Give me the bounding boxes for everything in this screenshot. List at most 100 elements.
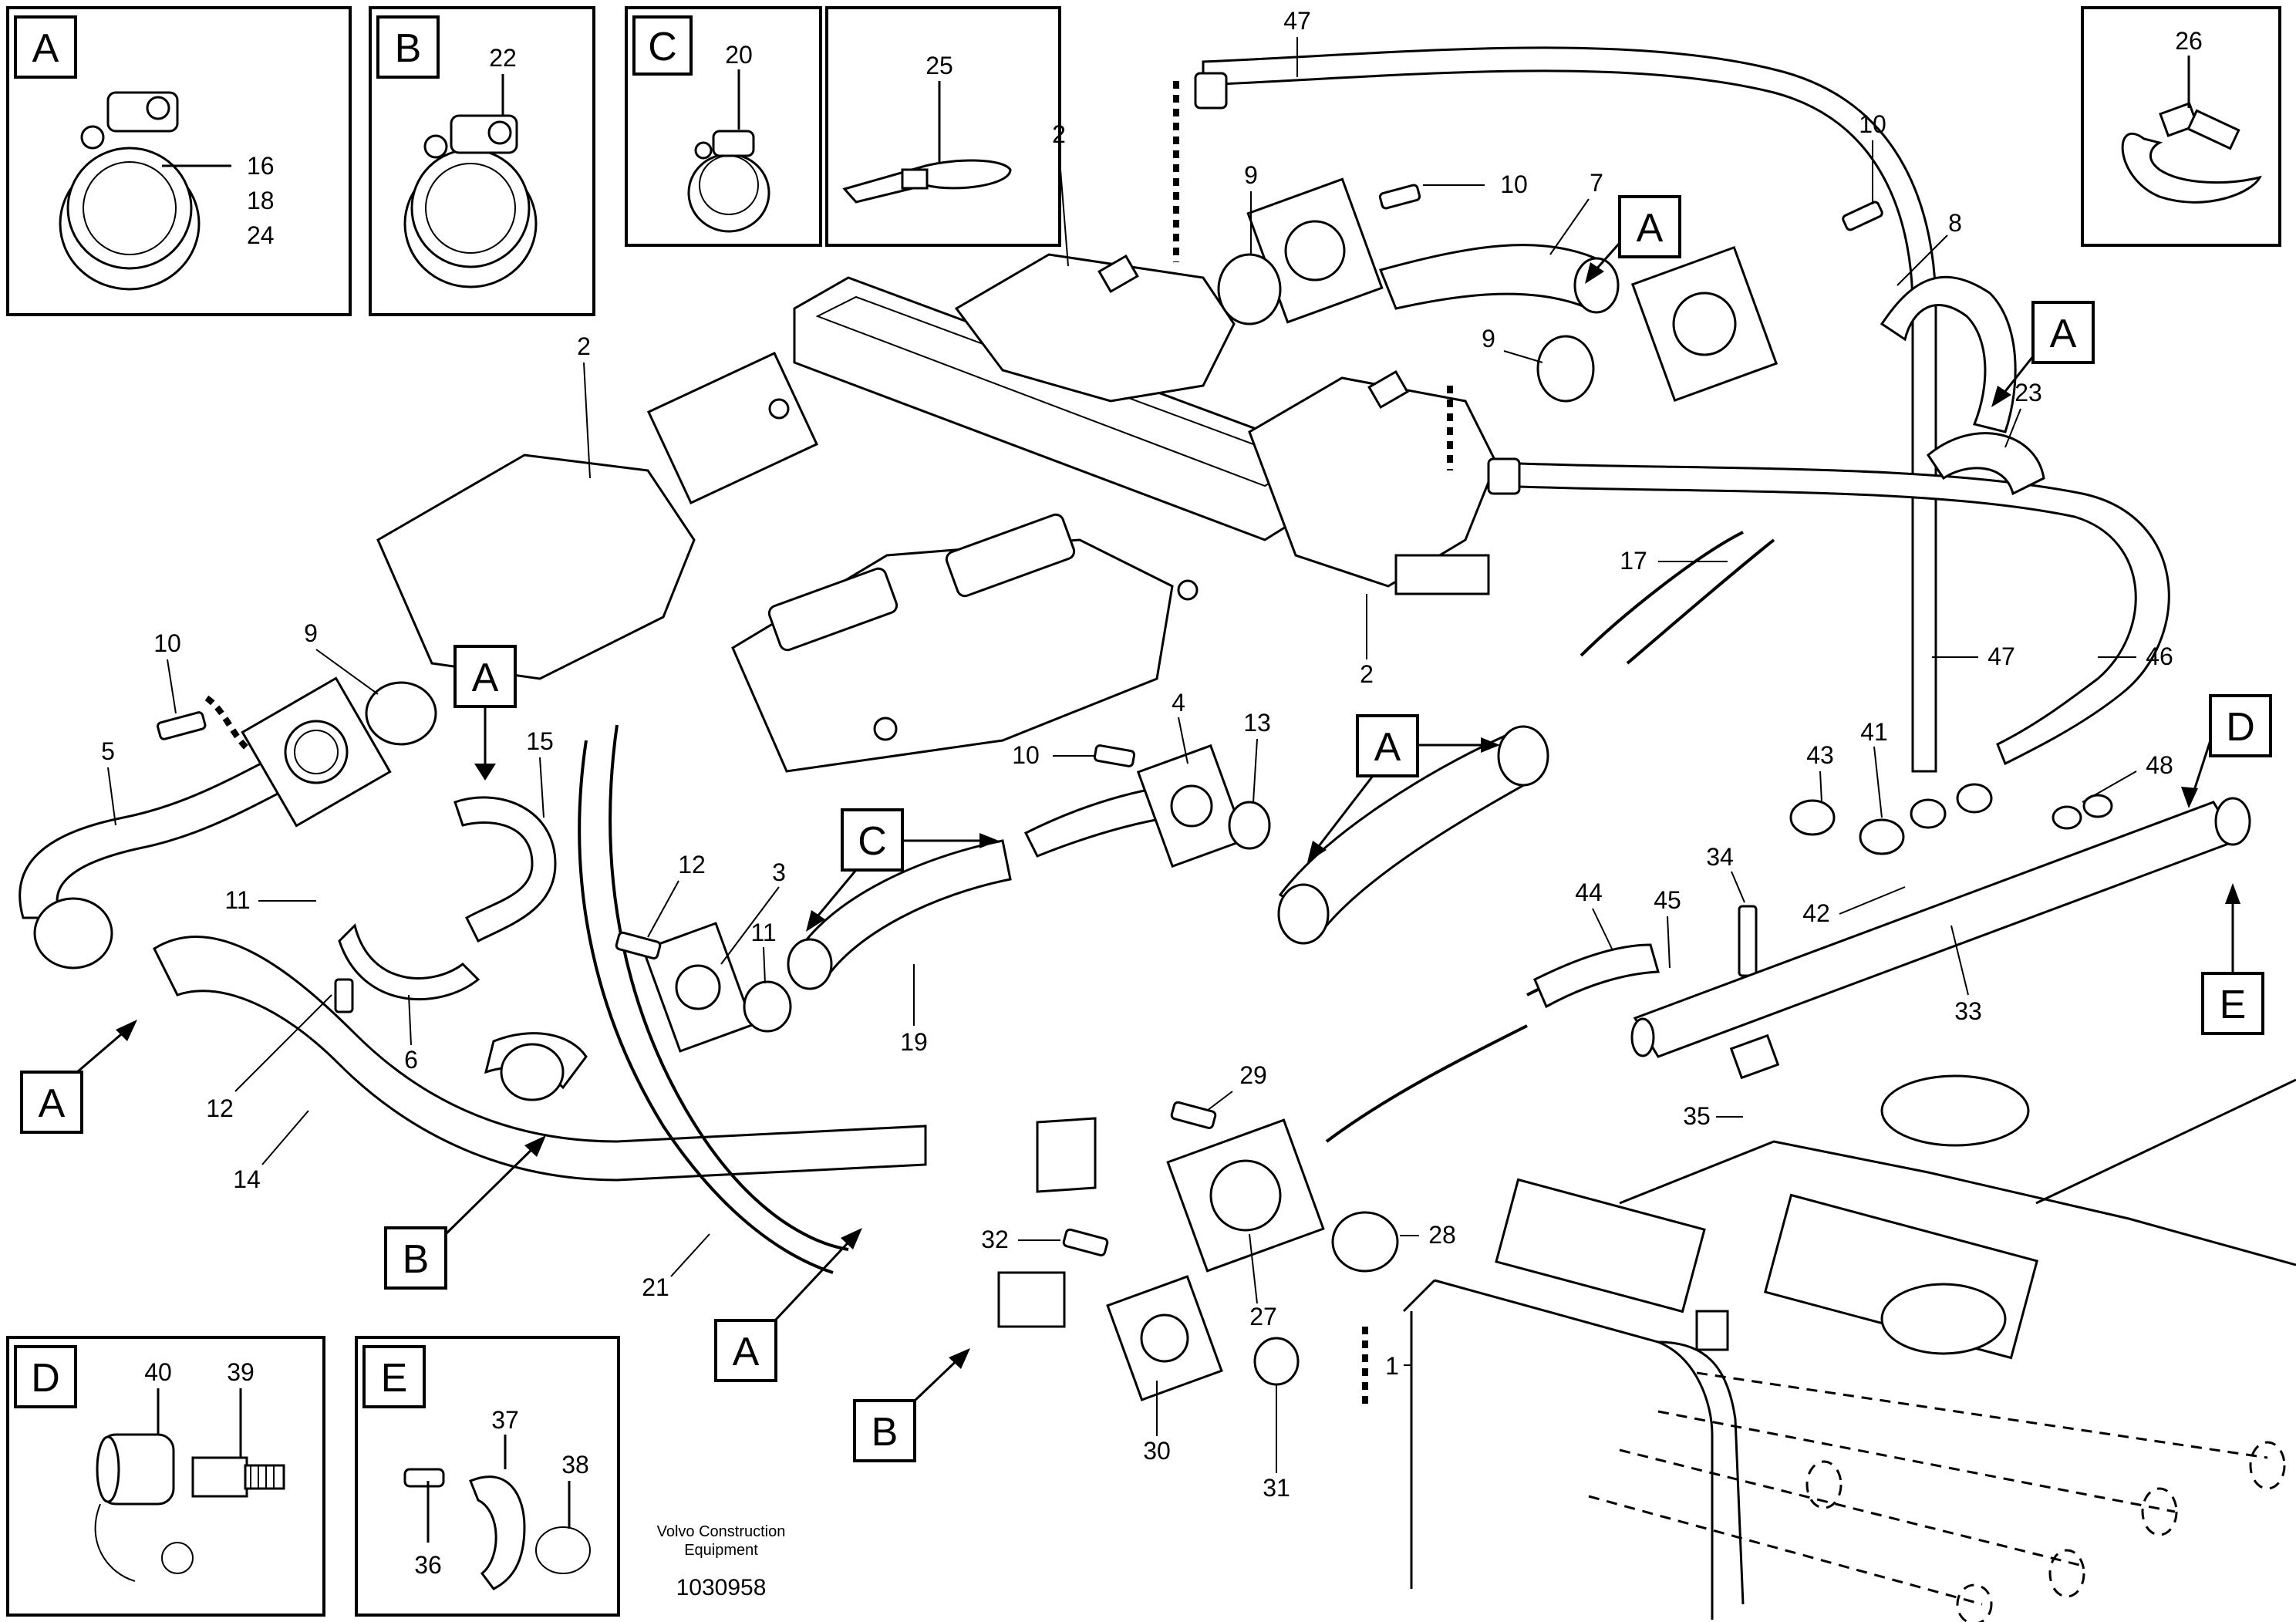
callout-d: D xyxy=(2181,694,2272,808)
svg-text:A: A xyxy=(733,1330,760,1374)
part-label: 40 xyxy=(144,1358,172,1386)
hose-15 xyxy=(453,796,557,943)
flange-3 xyxy=(642,922,754,1053)
part-label: 5 xyxy=(101,737,115,765)
callout-c: C xyxy=(806,808,999,932)
callout-b: B xyxy=(853,1348,970,1462)
part-label: 11 xyxy=(750,919,776,946)
pump-upper xyxy=(954,253,1236,403)
part-label: 43 xyxy=(1806,741,1834,769)
part-label: 27 xyxy=(1249,1303,1277,1330)
part-label: 9 xyxy=(304,619,318,647)
part-label: 17 xyxy=(1620,547,1647,575)
part-label: 3 xyxy=(772,858,786,886)
svg-text:A: A xyxy=(39,1081,66,1126)
part-label: 38 xyxy=(561,1451,589,1479)
callout-a: A xyxy=(453,645,517,781)
part-label: 9 xyxy=(1482,325,1495,352)
flange-upper-left xyxy=(241,676,392,828)
inset-e-letter: E xyxy=(381,1356,408,1401)
manifold-33 xyxy=(1533,783,2251,1080)
part-label: 4 xyxy=(1172,689,1185,717)
part-label: 25 xyxy=(925,52,953,79)
callout-a: A xyxy=(1585,195,1681,284)
dashed-connectors xyxy=(204,81,1453,1404)
part-label: 28 xyxy=(1428,1221,1456,1249)
pump-assembly xyxy=(376,253,1498,773)
part-label: 23 xyxy=(2014,379,2042,406)
flange-30 xyxy=(1106,1275,1223,1401)
inset-d-letter: D xyxy=(31,1356,60,1401)
callout-a: A xyxy=(20,1020,137,1134)
part-label: 12 xyxy=(678,851,706,878)
part-label: 39 xyxy=(227,1358,255,1386)
part-label: 10 xyxy=(1012,741,1040,769)
part-label: 22 xyxy=(489,44,517,72)
part-label: 2 xyxy=(577,332,591,360)
part-label: 33 xyxy=(1954,997,1982,1025)
part-label: 2 xyxy=(1052,120,1066,148)
pump-right xyxy=(1248,376,1498,588)
part-label: 29 xyxy=(1239,1061,1267,1089)
footer: Volvo Construction Equipment 1030958 xyxy=(657,1523,786,1600)
drawing-number: 1030958 xyxy=(676,1575,767,1600)
callout-a: A xyxy=(1307,714,1500,862)
o-ring-31 xyxy=(1253,1337,1300,1386)
callout-e: E xyxy=(2201,883,2264,1035)
hose-clamp-illustration xyxy=(59,91,201,291)
part-label: 24 xyxy=(247,221,275,249)
inset-box-strap: 26 xyxy=(2081,6,2281,247)
hose-14 xyxy=(153,935,927,1182)
cable-tie-illustration xyxy=(842,159,1012,204)
inset-box-e: E 37 38 36 xyxy=(355,1336,620,1617)
hose-46 xyxy=(1495,461,2170,766)
part-label: 8 xyxy=(1948,209,1962,237)
svg-text:E: E xyxy=(2220,983,2247,1027)
part-label: 30 xyxy=(1143,1437,1171,1465)
company-name-line2: Equipment xyxy=(684,1542,758,1559)
part-label: 46 xyxy=(2146,642,2173,670)
part-label: 9 xyxy=(1244,161,1258,189)
flange-27 xyxy=(1166,1118,1325,1273)
svg-text:A: A xyxy=(1374,725,1401,770)
svg-text:D: D xyxy=(2226,705,2255,750)
inset-c-letter: C xyxy=(648,25,677,69)
flanges xyxy=(241,177,1778,1401)
flange-top xyxy=(1246,177,1384,324)
o-ring-9 xyxy=(365,681,437,746)
part-label: 11 xyxy=(224,886,250,914)
inset-a-letter: A xyxy=(32,26,59,71)
part-label: 41 xyxy=(1860,718,1888,746)
hose-19 xyxy=(792,839,1012,982)
part-label: 42 xyxy=(1802,899,1830,927)
svg-text:A: A xyxy=(2050,312,2077,356)
hose-6 xyxy=(338,923,480,1001)
company-name-line1: Volvo Construction xyxy=(657,1523,786,1540)
dust-cap-illustration xyxy=(94,1433,194,1582)
flange-top-right xyxy=(1630,245,1778,403)
part-label: 6 xyxy=(404,1046,418,1074)
frame-tank xyxy=(1402,1074,2296,1622)
o-ring-28 xyxy=(1331,1211,1399,1273)
clamp-bracket-illustration xyxy=(403,1468,591,1590)
svg-text:A: A xyxy=(1637,206,1664,251)
hose-8 xyxy=(1880,275,2017,433)
part-label: 47 xyxy=(1283,7,1311,35)
hose-7 xyxy=(1378,244,1606,311)
part-label: 21 xyxy=(642,1273,669,1301)
inset-box-c: C 20 xyxy=(625,6,822,247)
small-clamp-illustration xyxy=(687,130,770,233)
part-label: 7 xyxy=(1590,169,1603,197)
part-label: 15 xyxy=(526,727,554,755)
part-label: 31 xyxy=(1263,1474,1290,1502)
svg-text:C: C xyxy=(858,819,887,864)
hose-47-top xyxy=(1202,46,1937,773)
part-label: 13 xyxy=(1243,709,1271,737)
inset-b-letter: B xyxy=(395,26,422,71)
svg-text:B: B xyxy=(872,1410,899,1455)
part-label: 10 xyxy=(153,629,181,657)
callout-b: B xyxy=(384,1135,546,1290)
o-ring-13 xyxy=(1228,801,1271,850)
part-label: 1 xyxy=(1385,1352,1399,1380)
